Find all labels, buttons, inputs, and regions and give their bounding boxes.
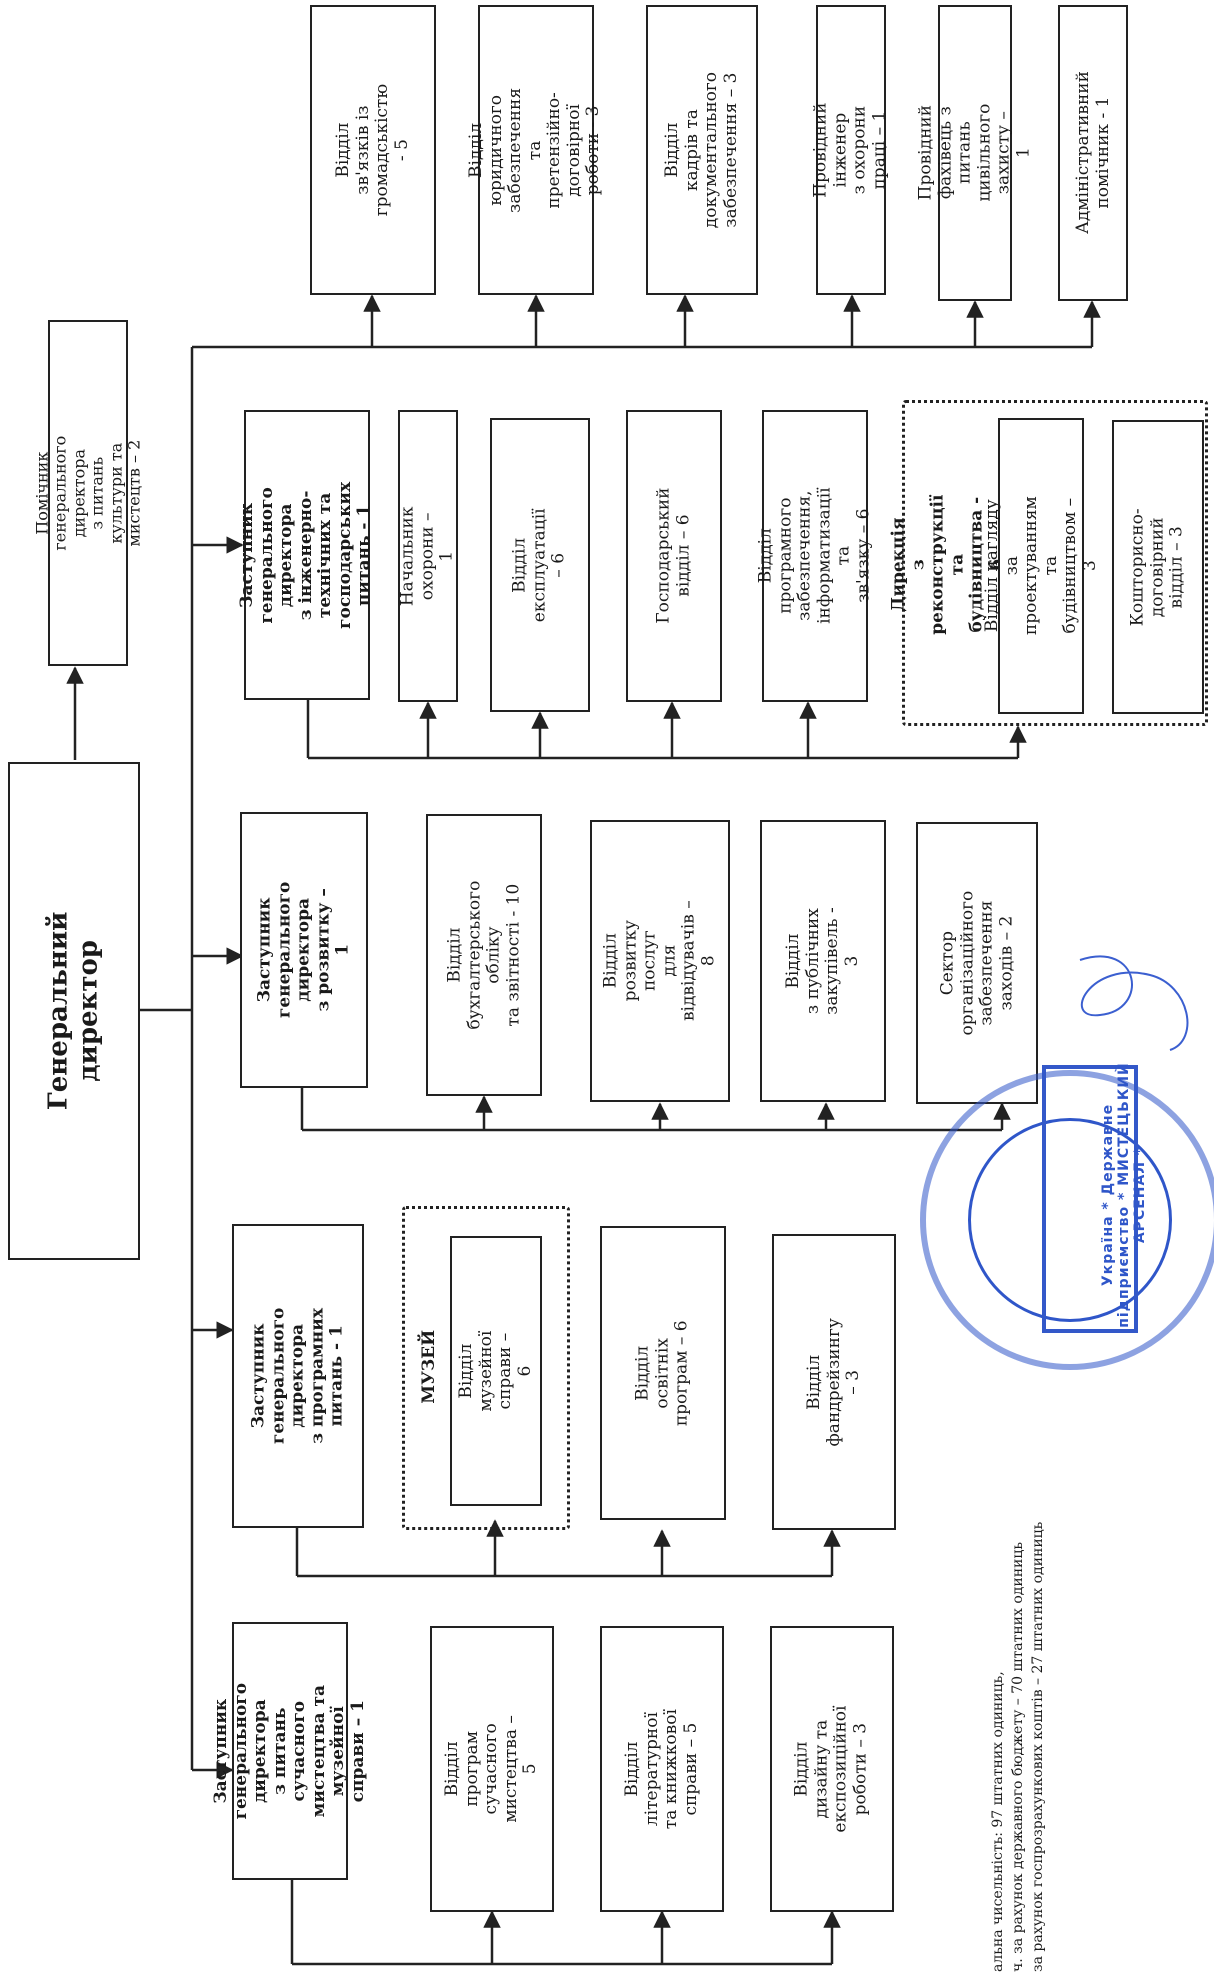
engineering-unit-4: Відділ програмного забезпечення, інформа… (755, 410, 873, 702)
engineering-unit-1: Начальник охорони – 1 (398, 410, 458, 702)
construction-group (902, 400, 1208, 726)
art-unit-1: Відділ програм сучасного мистецтва – 5 (430, 1626, 554, 1912)
department-stamp (1042, 1065, 1138, 1333)
engineering-unit-2: Відділ експлуатації – 6 (490, 418, 590, 712)
director-box: Генеральний директор (8, 762, 140, 1260)
development-unit-1: Відділ бухгалтерського обліку та звітнос… (426, 814, 542, 1096)
deputy-development-box: Заступник генерального директора з розви… (240, 812, 368, 1088)
right-unit-1: Відділ зв'язків із громадськістю - 5 (310, 5, 436, 295)
assistant-box: Помічник генерального директора з питань… (32, 320, 143, 666)
deputy-engineering-box: Заступник генерального директора з інжен… (238, 410, 375, 700)
right-unit-6: Адміністративний помічник - 1 (1058, 5, 1128, 301)
art-unit-3: Відділ дизайну та експозиційної роботи –… (770, 1626, 894, 1912)
official-seal (920, 1070, 1214, 1370)
museum-unit: Відділ музейної справи – 6 (450, 1236, 542, 1506)
development-unit-2: Відділ розвитку послуг для відвідувачів … (590, 820, 730, 1102)
museum-group (402, 1206, 570, 1530)
development-unit-3: Відділ з публічних закупівель - 3 (760, 820, 886, 1102)
right-unit-2: Відділ юридичного забезпечення та претен… (467, 5, 604, 295)
right-unit-4: Провідний інженер з охорони праці – 1 (811, 5, 890, 295)
art-unit-2: Відділ літературної та книжкової справи … (600, 1626, 724, 1912)
right-unit-5: Провідний фахівець з питань цивільного з… (915, 5, 1033, 301)
construction-unit-2: Кошторисно-договірний відділ – 3 (1112, 420, 1204, 714)
construction-unit-1: Відділ нагляду за проектуванням та будів… (981, 418, 1099, 714)
deputy-programs-box: Заступник генерального директора з прогр… (232, 1224, 364, 1528)
official-seal-inner (968, 1118, 1172, 1322)
engineering-unit-3: Господарський відділ – 6 (626, 410, 722, 702)
development-unit-4: Сектор організаційного забезпечення захо… (916, 822, 1038, 1104)
program-unit-2: Відділ фандрейзингу – 3 (772, 1234, 896, 1530)
program-unit-1: Відділ освітніх програм – 6 (600, 1226, 726, 1520)
right-unit-3: Відділ кадрів та документального забезпе… (646, 5, 758, 295)
deputy-art-box: Заступник генерального директора з питан… (211, 1622, 368, 1880)
